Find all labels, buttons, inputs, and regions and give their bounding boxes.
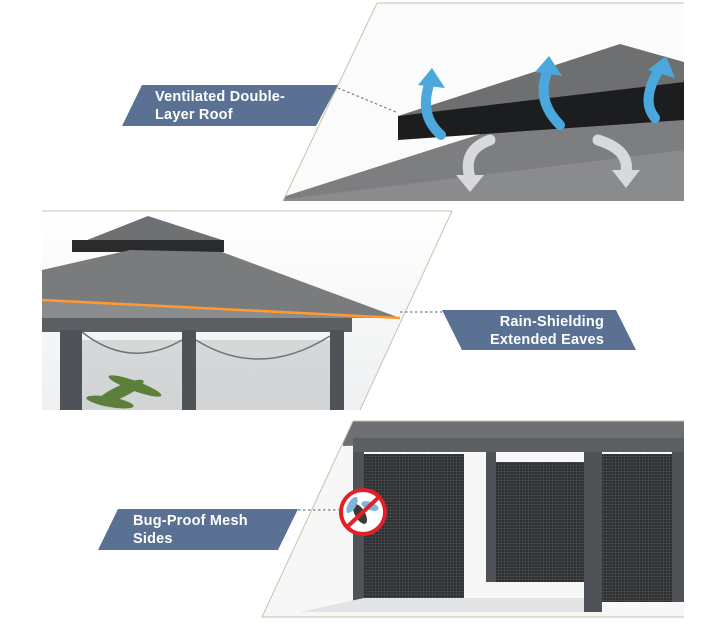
roof-feature-line-1: Ventilated Double-: [155, 89, 286, 105]
roof-panel: [282, 2, 684, 202]
eaves-label-banner: [442, 310, 636, 350]
eaves-panel: [42, 210, 453, 411]
vent-arrow-icon: [418, 56, 675, 192]
eaves-feature-line-1: Rain-Shielding: [499, 314, 605, 330]
mesh-panel: [261, 420, 684, 618]
mesh-feature-label: Bug-Proof Mesh Sides: [133, 512, 248, 548]
no-mosquito-icon: [339, 488, 387, 536]
mesh-feature-line-2: Sides: [133, 531, 173, 547]
roof-label-banner: [122, 85, 338, 126]
mesh-label-banner: [98, 509, 298, 550]
mesh-feature-line-1: Bug-Proof Mesh: [133, 513, 248, 529]
roof-feature-label: Ventilated Double- Layer Roof: [155, 88, 285, 124]
callout-connectors: [298, 87, 442, 511]
eaves-feature-line-2: Extended Eaves: [490, 332, 605, 348]
label-banners: [98, 85, 636, 550]
eaves-feature-label: Rain-Shielding Extended Eaves: [490, 313, 604, 349]
roof-feature-line-2: Layer Roof: [155, 107, 233, 123]
